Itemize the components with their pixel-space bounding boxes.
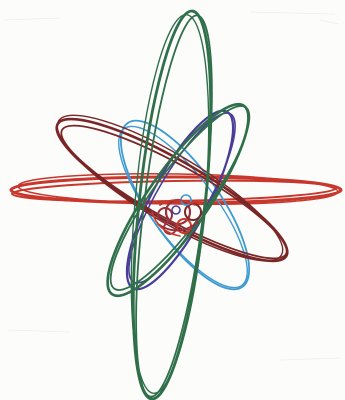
maroon-orbit bbox=[42, 93, 302, 283]
red-orbit bbox=[11, 171, 341, 207]
